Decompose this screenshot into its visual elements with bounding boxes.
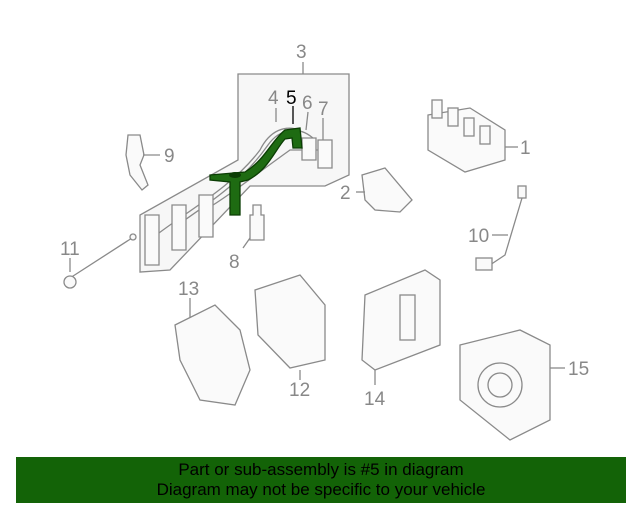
part-9 bbox=[125, 134, 149, 191]
callout-8: 8 bbox=[229, 252, 240, 273]
banner-line-disclaimer: Diagram may not be specific to your vehi… bbox=[156, 480, 486, 499]
callout-14: 14 bbox=[364, 389, 386, 410]
callout-1: 1 bbox=[520, 138, 531, 159]
part-12-module bbox=[254, 274, 326, 369]
callout-15: 15 bbox=[568, 359, 589, 380]
callout-13: 13 bbox=[178, 279, 199, 300]
callout-7: 7 bbox=[318, 99, 329, 120]
callout-9: 9 bbox=[164, 146, 175, 167]
spark-plug-wires bbox=[144, 127, 333, 266]
part-11-sensor bbox=[63, 233, 137, 289]
part-10-sensor bbox=[475, 185, 527, 271]
callout-10: 10 bbox=[468, 226, 489, 247]
callout-5: 5 bbox=[286, 88, 297, 109]
part-15-housing bbox=[459, 329, 551, 441]
callout-12: 12 bbox=[289, 380, 310, 401]
info-banner: Part or sub-assembly is #5 in diagram Di… bbox=[16, 457, 626, 503]
part-8 bbox=[249, 204, 265, 241]
part-2 bbox=[361, 167, 413, 213]
part-13-bracket bbox=[174, 304, 251, 406]
callout-6: 6 bbox=[302, 93, 313, 114]
banner-line-part: Part or sub-assembly is #5 in diagram bbox=[178, 460, 464, 479]
callout-4: 4 bbox=[268, 88, 279, 109]
callout-11: 11 bbox=[60, 239, 80, 260]
callout-3: 3 bbox=[296, 42, 307, 63]
part-1-ignition-coil bbox=[427, 99, 506, 173]
part-5-wire-highlighted bbox=[209, 127, 303, 216]
part-14-module bbox=[361, 269, 441, 371]
callout-2: 2 bbox=[340, 183, 351, 204]
